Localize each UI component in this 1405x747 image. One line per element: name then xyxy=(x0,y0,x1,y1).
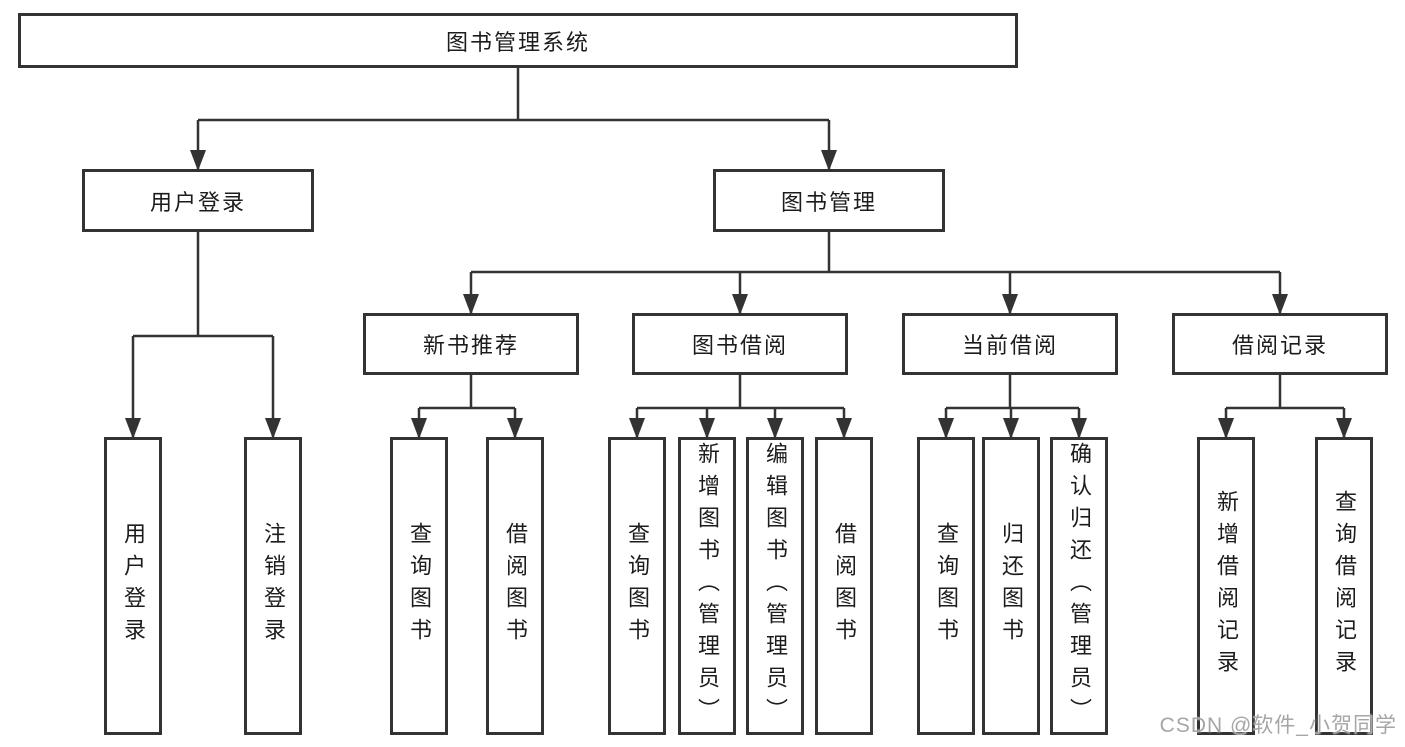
node-root: 图书管理系统 xyxy=(18,13,1018,68)
node-leaf-logout: 注销登录 xyxy=(244,437,302,735)
node-current-borrow: 当前借阅 xyxy=(902,313,1118,375)
arrowhead-icon xyxy=(767,418,783,439)
node-leaf-query-books-3: 查询图书 xyxy=(917,437,975,735)
arrowhead-icon xyxy=(1071,418,1087,439)
node-leaf-user-login: 用户登录 xyxy=(104,437,162,735)
node-new-book-rec: 新书推荐 xyxy=(363,313,579,375)
arrowhead-icon xyxy=(938,418,954,439)
arrowhead-icon xyxy=(265,418,281,439)
node-leaf-query-borrow-record: 查询借阅记录 xyxy=(1315,437,1373,735)
arrowhead-icon xyxy=(1272,294,1288,315)
node-leaf-borrow-books-2: 借阅图书 xyxy=(815,437,873,735)
node-book-mgmt: 图书管理 xyxy=(713,169,945,232)
node-borrow-records: 借阅记录 xyxy=(1172,313,1388,375)
arrowhead-icon xyxy=(190,150,206,171)
watermark: CSDN @软件_小贺同学 xyxy=(1159,714,1397,737)
arrowhead-icon xyxy=(1336,418,1352,439)
arrowhead-icon xyxy=(507,418,523,439)
arrowhead-icon xyxy=(463,294,479,315)
arrowhead-icon xyxy=(821,150,837,171)
node-leaf-query-books-2: 查询图书 xyxy=(608,437,666,735)
node-leaf-borrow-books-1: 借阅图书 xyxy=(486,437,544,735)
node-leaf-return-books: 归还图书 xyxy=(982,437,1040,735)
arrowhead-icon xyxy=(732,294,748,315)
node-leaf-confirm-return: 确认归还（管理员） xyxy=(1050,437,1108,735)
node-leaf-query-books-1: 查询图书 xyxy=(390,437,448,735)
arrowhead-icon xyxy=(699,418,715,439)
arrowhead-icon xyxy=(1218,418,1234,439)
node-leaf-add-books: 新增图书（管理员） xyxy=(678,437,736,735)
arrowhead-icon xyxy=(629,418,645,439)
arrowhead-icon xyxy=(411,418,427,439)
node-user-login: 用户登录 xyxy=(82,169,314,232)
arrowhead-icon xyxy=(1003,418,1019,439)
node-leaf-add-borrow-record: 新增借阅记录 xyxy=(1197,437,1255,735)
node-book-borrow: 图书借阅 xyxy=(632,313,848,375)
arrowhead-icon xyxy=(125,418,141,439)
arrowhead-icon xyxy=(1002,294,1018,315)
arrowhead-icon xyxy=(836,418,852,439)
node-leaf-edit-books: 编辑图书（管理员） xyxy=(746,437,804,735)
